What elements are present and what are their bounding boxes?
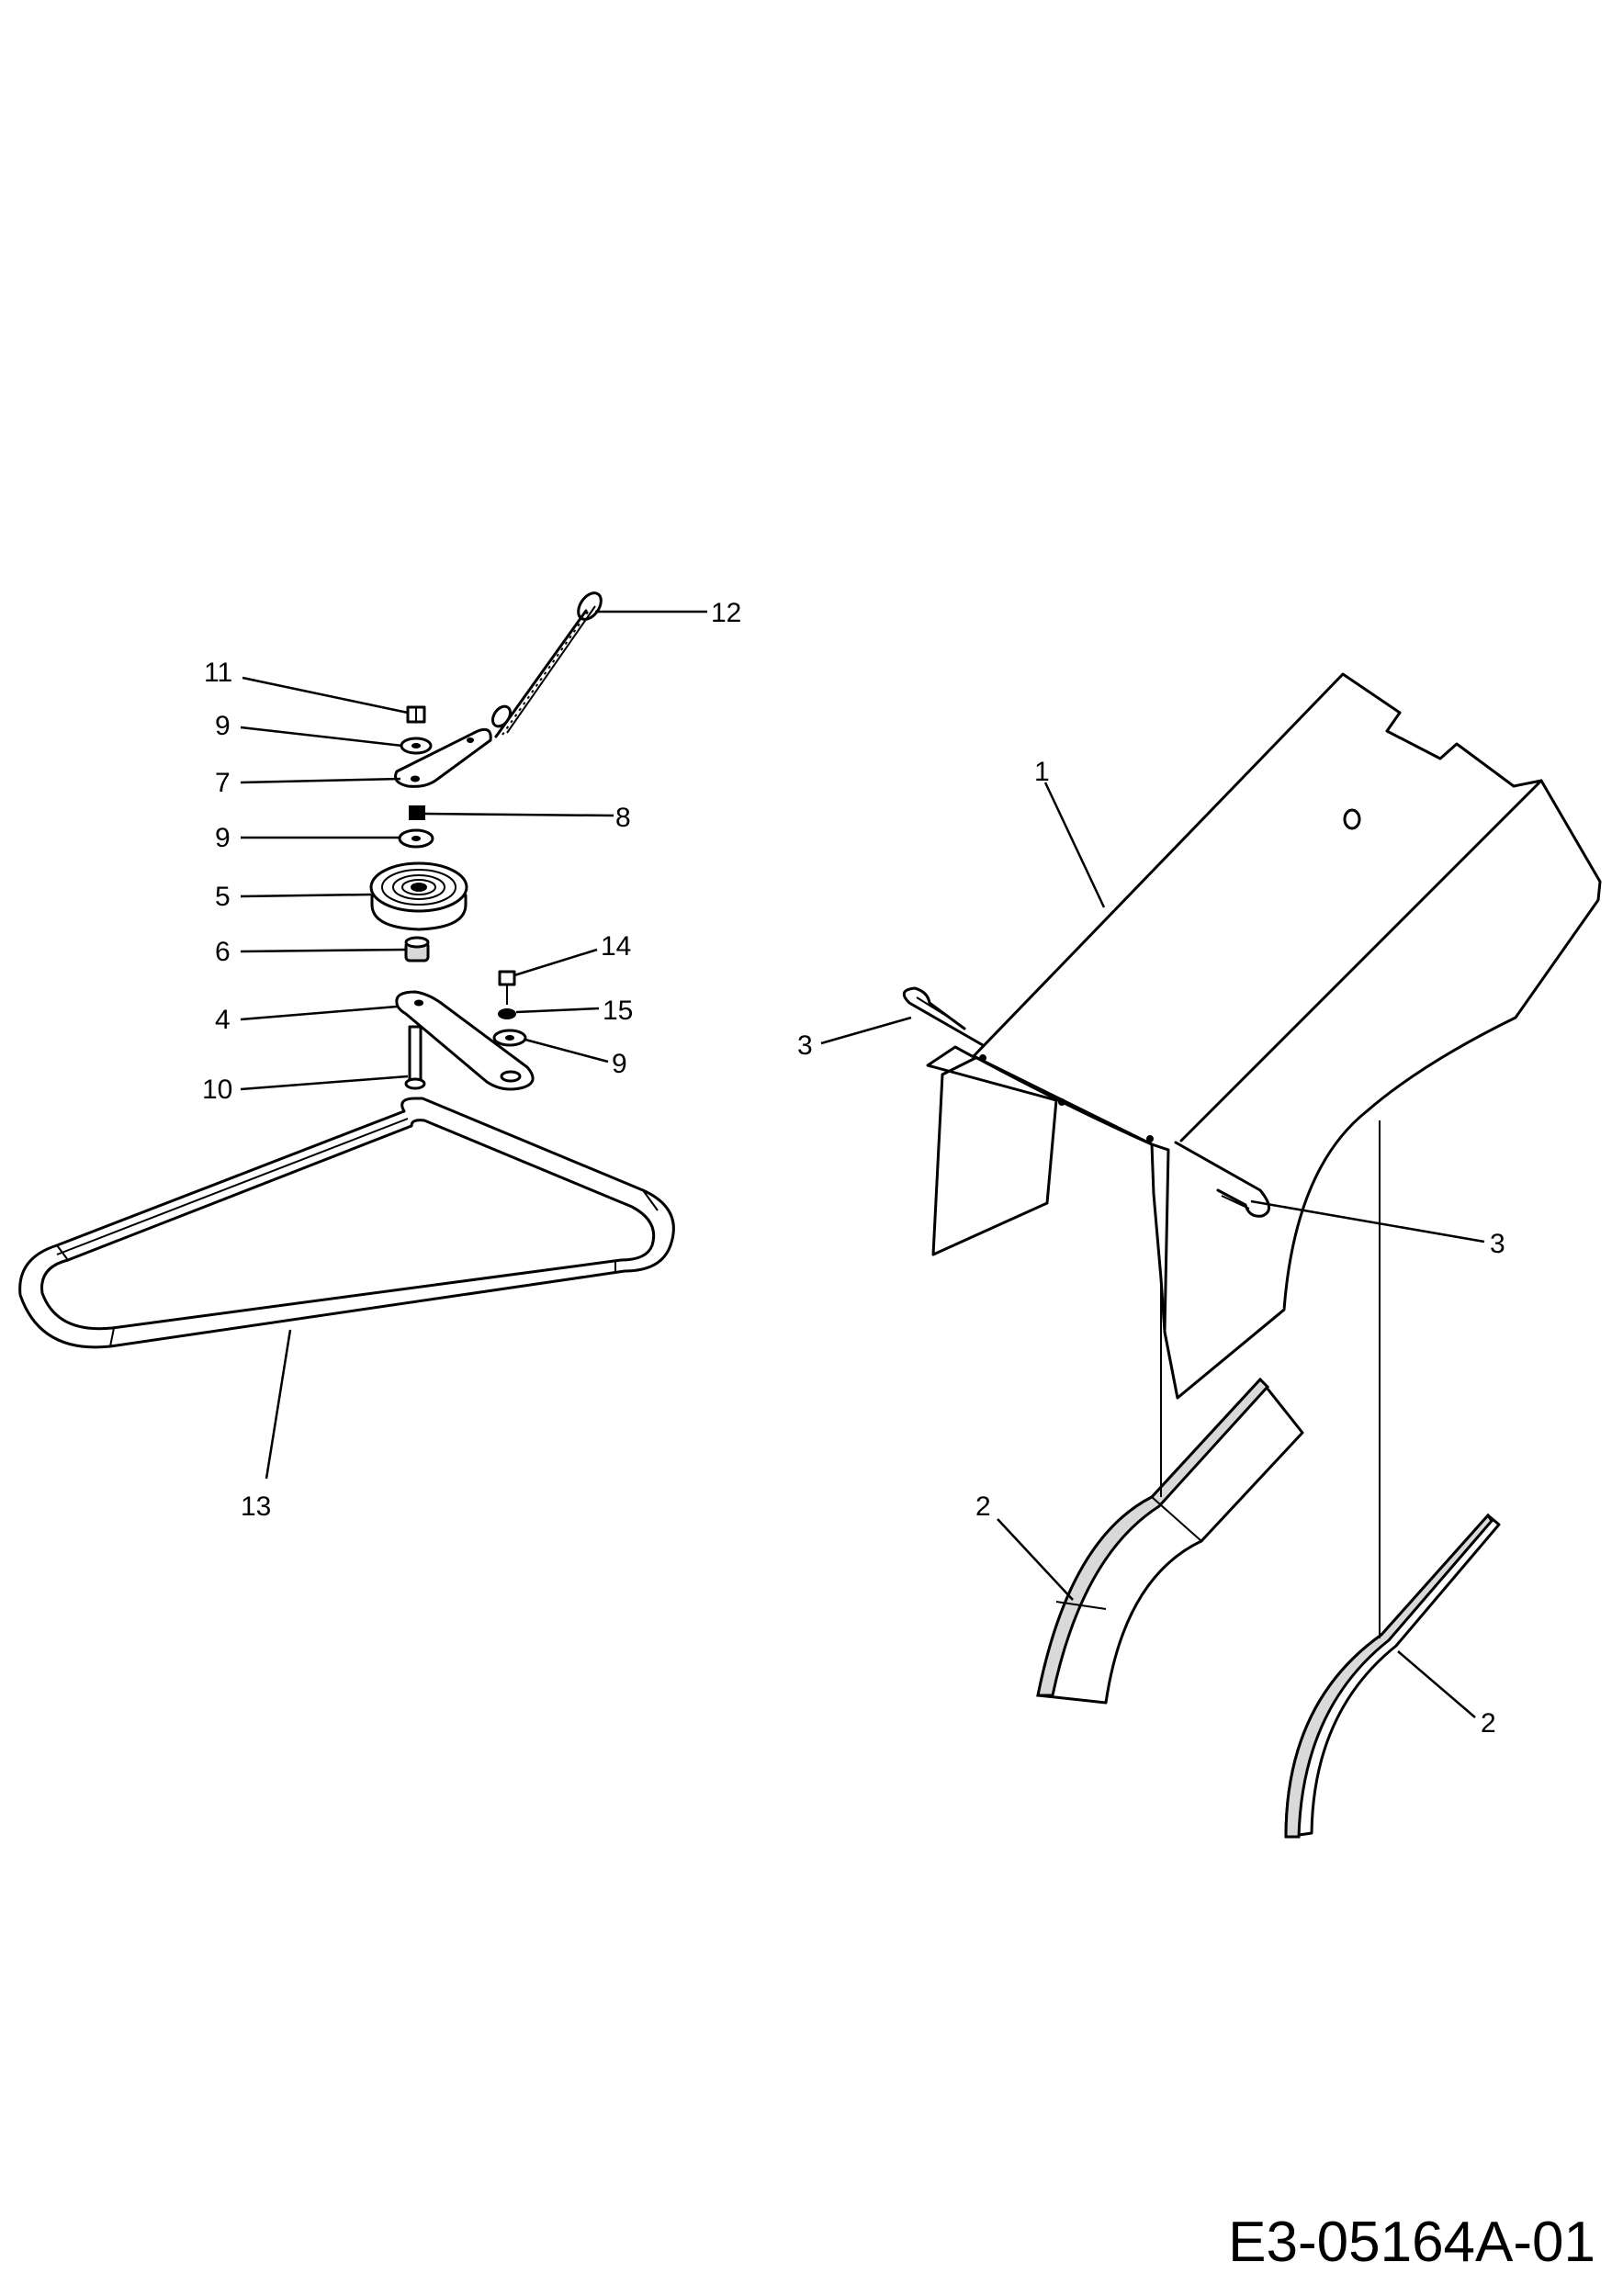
- part-15-lock-washer: [498, 1008, 516, 1019]
- part-5-idler-pulley: [369, 861, 468, 931]
- callout-labels: 12 11 9 7 8 9 5 6 14 15 4 9 10 13 1 3 3 …: [202, 598, 1505, 1739]
- callout-3-right: 3: [1490, 1229, 1505, 1259]
- part-9-washer-lower: [492, 1029, 527, 1047]
- callout-13: 13: [241, 1491, 271, 1522]
- callout-2-left: 2: [975, 1491, 991, 1522]
- part-9-washer-middle: [398, 828, 434, 849]
- part-12-spring: [490, 591, 603, 738]
- callout-3-left: 3: [797, 1030, 813, 1061]
- part-2-liner-left: [1036, 1377, 1304, 1705]
- part-4-idler-bracket: [395, 990, 535, 1091]
- callout-8: 8: [615, 803, 631, 833]
- part-3-hairpin-clip-right: [1174, 1141, 1270, 1218]
- callout-9-middle: 9: [215, 823, 231, 853]
- callout-11: 11: [204, 658, 232, 688]
- callout-5: 5: [215, 882, 231, 912]
- part-14-bolt: [498, 970, 516, 1005]
- part-6-bushing: [404, 936, 430, 962]
- part-3-hairpin-clip-left: [902, 986, 985, 1047]
- callout-4: 4: [215, 1005, 231, 1035]
- part-7-idler-arm: [394, 727, 492, 788]
- leader-lines: [240, 610, 1485, 1718]
- callout-10: 10: [202, 1075, 232, 1105]
- callout-9-upper: 9: [215, 711, 231, 741]
- drawing-code: E3-05164A-01: [1228, 2211, 1595, 2274]
- part-1-belt-guard: [926, 672, 1602, 1400]
- part-9-washer-upper: [400, 737, 433, 755]
- part-10-shoulder-bolt: [404, 1025, 426, 1090]
- part-2-liner-right: [1284, 1513, 1501, 1839]
- callout-7: 7: [215, 768, 231, 798]
- callout-2-right: 2: [1481, 1708, 1496, 1739]
- callout-14: 14: [601, 931, 631, 962]
- callout-12: 12: [711, 598, 741, 628]
- callout-6: 6: [215, 937, 231, 967]
- part-13-v-belt: [18, 1097, 675, 1349]
- callout-1: 1: [1034, 757, 1050, 787]
- callout-15: 15: [603, 996, 633, 1026]
- part-8-spacer: [409, 805, 425, 820]
- callout-9-lower: 9: [612, 1049, 627, 1079]
- part-11-nut: [406, 705, 426, 724]
